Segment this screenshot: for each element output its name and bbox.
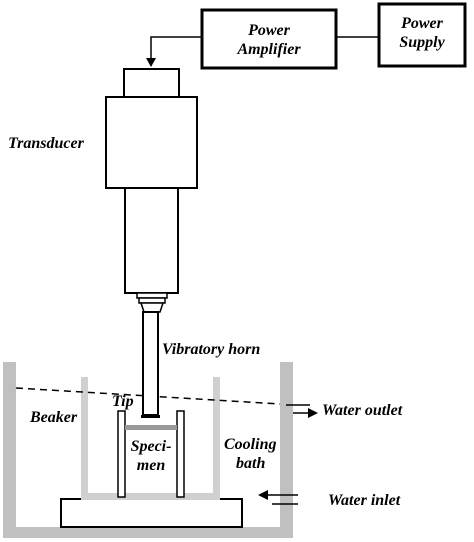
cooling-bath-right-wall bbox=[280, 362, 293, 538]
water-outlet-arrowhead bbox=[308, 408, 318, 418]
specimen-label-line1: Speci- bbox=[131, 438, 172, 455]
beaker-bottom-wall bbox=[81, 493, 220, 500]
tip-label: Tip bbox=[112, 393, 134, 410]
power-amplifier-label-line1: Power bbox=[247, 22, 291, 39]
horn-taper bbox=[139, 302, 165, 313]
beaker-left-wall bbox=[81, 377, 88, 500]
amplifier-to-transducer-line bbox=[150, 36, 202, 60]
transducer-cap bbox=[123, 68, 180, 98]
cooling-bath-bottom-wall bbox=[3, 527, 293, 538]
cooling-bath-left-wall bbox=[3, 362, 16, 538]
power-supply-label-line1: Power bbox=[400, 15, 444, 32]
vibratory-horn-label: Vibratory horn bbox=[162, 341, 260, 358]
cooling-bath-label-line2: bath bbox=[236, 455, 265, 472]
specimen-top-surface bbox=[125, 425, 177, 430]
water-inlet-label: Water inlet bbox=[328, 492, 401, 509]
water-outlet-label: Water outlet bbox=[322, 402, 403, 419]
water-outlet: Water outlet bbox=[286, 402, 403, 419]
power-supply-box bbox=[377, 2, 467, 68]
power-amplifier-box bbox=[200, 8, 338, 70]
support-block bbox=[60, 498, 243, 528]
transducer-label: Transducer bbox=[8, 135, 85, 152]
specimen-holder-right-post bbox=[176, 410, 185, 498]
beaker bbox=[81, 377, 220, 500]
amplifier-to-transducer-arrowhead bbox=[146, 58, 156, 67]
power-supply-label-line2: Supply bbox=[399, 34, 445, 51]
vibratory-horn-rod bbox=[142, 311, 159, 416]
transducer-body bbox=[105, 96, 198, 189]
power-amplifier-label-line2: Amplifier bbox=[236, 41, 301, 58]
transducer: Transducer bbox=[8, 68, 198, 294]
cooling-bath-label-line1: Cooling bbox=[224, 436, 276, 453]
water-inlet-arrowhead bbox=[258, 490, 268, 500]
cooling-bath bbox=[3, 362, 293, 538]
power-amplifier: Power Amplifier bbox=[200, 8, 338, 70]
power-supply: Power Supply bbox=[377, 2, 467, 68]
specimen-label-line2: men bbox=[137, 457, 166, 474]
horn-tip bbox=[141, 415, 160, 418]
specimen-holder bbox=[117, 410, 185, 498]
beaker-label: Beaker bbox=[29, 409, 78, 426]
beaker-right-wall bbox=[213, 377, 220, 500]
transducer-neck bbox=[124, 187, 179, 294]
water-inlet: Water inlet bbox=[258, 490, 401, 509]
specimen-holder-left-post bbox=[117, 410, 126, 498]
